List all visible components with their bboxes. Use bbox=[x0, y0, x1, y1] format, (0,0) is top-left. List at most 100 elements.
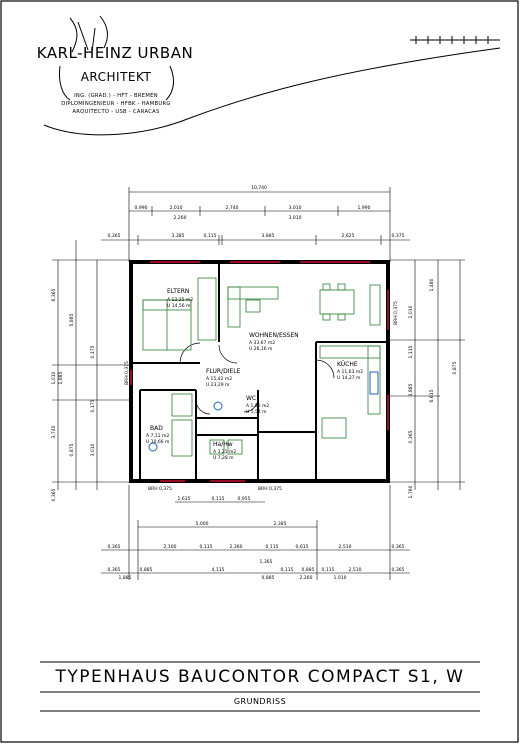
dimension-lines-bottom bbox=[101, 485, 410, 580]
room-name-eltern: ELTERN bbox=[167, 288, 189, 295]
room-area-eltern: A 13,25 m2 bbox=[167, 297, 193, 303]
dim-value: 2,740 bbox=[226, 205, 239, 211]
appliances bbox=[148, 371, 379, 452]
logo-swash bbox=[43, 15, 501, 136]
dim-value: 0,615 bbox=[296, 544, 309, 550]
room-perimeter-wc: U 5,54 m bbox=[246, 409, 267, 415]
dim-value: 1,010 bbox=[408, 305, 414, 318]
dim-value: 2,385 bbox=[274, 521, 287, 527]
dim-value: 1,010 bbox=[51, 371, 57, 384]
room-perimeter-eltern: U 14,56 m bbox=[167, 303, 190, 309]
dimension-lines-right bbox=[390, 259, 465, 490]
room-name-flur: FLUR/DIELE bbox=[206, 368, 241, 375]
dim-value: 1,635 bbox=[178, 496, 191, 502]
architect-credits: ING. (GRAD.) - HFT - BREMEN DIPLOMINGENI… bbox=[26, 92, 206, 116]
dim-value: 6,365 bbox=[51, 288, 57, 301]
dim-value: 1,990 bbox=[358, 205, 371, 211]
dim-value: 0,365 bbox=[51, 488, 57, 501]
room-area-wohnen: A 33,67 m2 bbox=[249, 340, 275, 346]
room-name-bad: BAD bbox=[150, 425, 163, 432]
dim-value: 3,010 bbox=[289, 215, 302, 221]
dimension-text-top: 10,740 0,990 2,010 2,740 3,010 1,990 2,2… bbox=[108, 185, 405, 239]
dim-value: 1,115 bbox=[408, 345, 414, 358]
room-labels: ELTERN A 13,25 m2 U 14,56 m WOHNEN/ESSEN… bbox=[146, 288, 363, 461]
dim-value: 3,885 bbox=[262, 233, 275, 239]
dim-value: 3,010 bbox=[289, 205, 302, 211]
credit-line: ING. (GRAD.) - HFT - BREMEN bbox=[74, 93, 158, 99]
room-area-kueche: A 11,63 m2 bbox=[337, 369, 363, 375]
dim-value: 6,615 bbox=[429, 389, 435, 402]
room-name-kueche: KÜCHE bbox=[337, 361, 358, 368]
room-perimeter-bad: U 10,66 m bbox=[146, 439, 169, 445]
brh-label: BRH 0,375 bbox=[258, 486, 282, 492]
dim-value: 0,990 bbox=[135, 205, 148, 211]
dim-value: 0,875 bbox=[69, 443, 75, 456]
room-area-flur: A 15,42 m2 bbox=[206, 376, 232, 382]
dim-value: 0,365 bbox=[408, 430, 414, 443]
dim-value: 1,010 bbox=[334, 575, 347, 581]
dim-value: 0,885 bbox=[262, 575, 275, 581]
dim-value: 0,885 bbox=[302, 567, 315, 573]
dimension-text-right: 1,010 1,480 1,115 3,885 6,615 0,365 1,76… bbox=[408, 278, 458, 498]
dimension-text-left: 6,365 5,885 0,175 1,010 1,885 3,740 0,36… bbox=[51, 288, 96, 501]
dimension-lines-left bbox=[52, 240, 130, 490]
dim-value: 0,885 bbox=[140, 567, 153, 573]
dim-value: 3,385 bbox=[172, 233, 185, 239]
window-markers bbox=[130, 261, 389, 482]
furniture bbox=[142, 277, 381, 457]
dim-value: 0,175 bbox=[90, 399, 96, 412]
dim-value: 1,365 bbox=[260, 559, 273, 565]
sill-height-labels: BRH 0,375 BRH 0,375 BRH 0,375 BRH 0,375 bbox=[124, 301, 399, 492]
credit-line: DIPLOMINGENIEUR - HFBK - HAMBURG bbox=[61, 101, 171, 107]
dim-value: 1,885 bbox=[119, 575, 132, 581]
dim-value: 2,100 bbox=[164, 544, 177, 550]
dim-value: 3,010 bbox=[90, 443, 96, 456]
dim-value: 0,875 bbox=[452, 361, 458, 374]
room-name-wohnen: WOHNEN/ESSEN bbox=[249, 332, 299, 339]
dim-value: 0,175 bbox=[90, 345, 96, 358]
dim-value: 0,375 bbox=[392, 233, 405, 239]
dim-value: 2,260 bbox=[300, 575, 313, 581]
dim-value: 0,115 bbox=[204, 233, 217, 239]
door-swings bbox=[179, 342, 335, 415]
architect-profession: ARCHITEKT bbox=[80, 70, 152, 84]
dim-value: 0,955 bbox=[238, 496, 251, 502]
dimension-lines-top bbox=[101, 187, 410, 262]
dim-value: 0,115 bbox=[266, 544, 279, 550]
dim-value: 1,760 bbox=[408, 485, 414, 498]
dim-value: 0,115 bbox=[281, 567, 294, 573]
dim-value: 2,625 bbox=[342, 233, 355, 239]
brh-label: BRH 0,375 bbox=[148, 486, 172, 492]
dim-value: 2,260 bbox=[174, 215, 187, 221]
credit-line: ARQUITECTO - USB - CARACAS bbox=[72, 109, 160, 115]
inner-walls bbox=[133, 264, 386, 479]
sheet-subtitle: GRUNDRISS bbox=[233, 697, 287, 706]
room-area-wc: A 1,86 m2 bbox=[246, 403, 269, 409]
dim-value: 0,365 bbox=[108, 567, 121, 573]
room-area-haw: A 3,21 m2 bbox=[213, 449, 236, 455]
dim-value: 0,365 bbox=[392, 544, 405, 550]
dim-value: 2,010 bbox=[170, 205, 183, 211]
room-perimeter-kueche: U 14,27 m bbox=[337, 375, 360, 381]
dim-value: 0,115 bbox=[322, 567, 335, 573]
sheet-title: TYPENHAUS BAUCONTOR COMPACT S1, W bbox=[55, 667, 465, 687]
dim-value: 2,360 bbox=[230, 544, 243, 550]
dim-value: 0,115 bbox=[212, 496, 225, 502]
room-perimeter-flur: U 23,29 m bbox=[206, 382, 229, 388]
dim-overall: 10,740 bbox=[251, 185, 267, 191]
dim-value: 2,510 bbox=[349, 567, 362, 573]
dim-value: 3,740 bbox=[51, 425, 57, 438]
room-name-wc: WC bbox=[246, 395, 256, 402]
room-perimeter-wohnen: U 26,16 m bbox=[249, 346, 272, 352]
dim-value: 3,885 bbox=[408, 383, 414, 396]
architect-name: KARL-HEINZ URBAN bbox=[36, 44, 194, 62]
brh-label: BRH 0,375 bbox=[393, 301, 399, 325]
dim-value: 0,365 bbox=[108, 233, 121, 239]
dim-value: 4,115 bbox=[212, 567, 225, 573]
dim-value: 1,885 bbox=[58, 371, 64, 384]
dim-value: 0,365 bbox=[108, 544, 121, 550]
room-name-haw: Ha/Hw bbox=[213, 441, 233, 448]
